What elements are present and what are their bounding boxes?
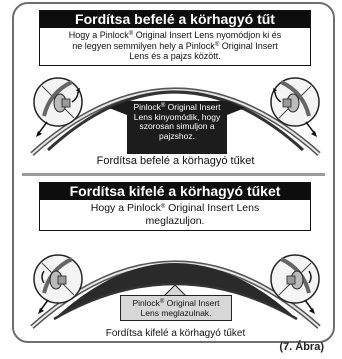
panel-divider: [22, 173, 325, 176]
turn-inward-title: Fordítsa befelé a körhagyó tűt: [40, 11, 310, 28]
right-pin-detail-icon: [270, 77, 320, 137]
turn-inward-inner-label: Pinlock® Original Insert Lens kinyomódik…: [133, 102, 221, 141]
left-pin-detail-icon: [33, 77, 83, 137]
gap-region: [54, 263, 297, 319]
figure-number: (7. Ábra): [279, 341, 324, 353]
turn-inward-illustration: [14, 4, 333, 170]
left-pin-detail-icon: [33, 254, 83, 314]
turn-outward-title: Fordítsa kifelé a körhagyó tűket: [40, 183, 310, 200]
lens-arc: [53, 282, 298, 321]
turn-outward-instruction: Hogy a Pinlock® Original Insert Lens meg…: [90, 202, 260, 227]
right-pin-detail-icon: [270, 254, 320, 314]
turn-inward-panel: Fordítsa befelé a körhagyó tűt Hogy a Pi…: [14, 4, 333, 170]
turn-inward-instruction: Hogy a Pinlock® Original Insert Lens nyo…: [68, 30, 282, 61]
turn-outward-inner-label: Pinlock® Original Insert Lens meglazulna…: [120, 295, 232, 321]
turn-outward-caption: Fordítsa kifelé a körhagyó tűket: [105, 328, 246, 339]
turn-outward-panel: Fordítsa kifelé a körhagyó tűket Hogy a …: [14, 179, 333, 341]
turn-inward-caption: Fordítsa befelé a körhagyó tűket: [96, 155, 255, 167]
figure-card: Fordítsa befelé a körhagyó tűt Hogy a Pi…: [12, 2, 335, 343]
turn-inward-header: Fordítsa befelé a körhagyó tűt Hogy a Pi…: [39, 10, 311, 66]
lens-arc: [46, 90, 305, 152]
turn-outward-illustration: [14, 179, 333, 341]
turn-outward-header: Fordítsa kifelé a körhagyó tűket Hogy a …: [39, 182, 311, 231]
inner-label-shape: [109, 101, 245, 154]
